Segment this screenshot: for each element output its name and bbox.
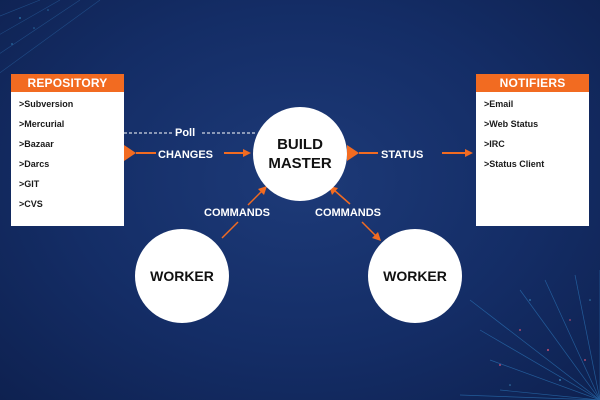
repository-item-mercurial: >Mercurial [19, 119, 65, 129]
repository-item-darcs: >Darcs [19, 159, 50, 169]
bottom-right-burst [459, 270, 600, 400]
worker-right-label: WORKER [383, 268, 447, 284]
notifiers-box: NOTIFIERS >Email >Web Status >IRC >Statu… [476, 74, 589, 226]
worker-node-right: WORKER [368, 229, 462, 323]
commands-left-upper [247, 190, 263, 206]
status-arrow-tail [347, 145, 359, 161]
commands-right-label: COMMANDS [315, 207, 381, 219]
repository-item-git: >GIT [19, 179, 40, 189]
notifiers-item-status-client: >Status Client [484, 159, 545, 169]
build-master-line1: BUILD [277, 136, 323, 153]
notifiers-item-email: >Email [484, 99, 514, 109]
commands-left-arrow [258, 186, 267, 195]
worker-left-label: WORKER [150, 268, 214, 284]
changes-label: CHANGES [158, 149, 214, 161]
repository-item-subversion: >Subversion [19, 99, 74, 109]
repository-item-bazaar: >Bazaar [19, 139, 54, 149]
notifiers-item-irc: >IRC [484, 139, 505, 149]
commands-right-upper [333, 189, 351, 205]
status-label: STATUS [381, 149, 424, 161]
status-arrow-head [465, 149, 473, 157]
commands-left-label: COMMANDS [204, 207, 270, 219]
bottom-right-blue-dots [509, 299, 591, 386]
notifiers-list: >Email >Web Status >IRC >Status Client [476, 92, 589, 178]
poll-label: Poll [175, 127, 196, 139]
notifiers-title: NOTIFIERS [476, 74, 589, 92]
bottom-right-dots [499, 319, 586, 366]
changes-arrow-tail [124, 145, 136, 161]
repository-title: REPOSITORY [11, 74, 124, 92]
repository-item-cvs: >CVS [19, 199, 43, 209]
repository-list: >Subversion >Mercurial >Bazaar >Darcs >G… [11, 92, 124, 218]
build-master-line2: MASTER [268, 155, 332, 172]
commands-right-lower [361, 221, 378, 238]
changes-arrow-head [243, 149, 251, 157]
notifiers-item-web-status: >Web Status [484, 119, 539, 129]
commands-left-lower [221, 221, 239, 239]
top-left-rays [0, 0, 101, 74]
commands-right-lower-arrow [372, 232, 381, 241]
build-master-node: BUILD MASTER [253, 107, 347, 201]
worker-node-left: WORKER [135, 229, 229, 323]
repository-box: REPOSITORY >Subversion >Mercurial >Bazaa… [11, 74, 124, 226]
top-left-dots [11, 9, 49, 45]
